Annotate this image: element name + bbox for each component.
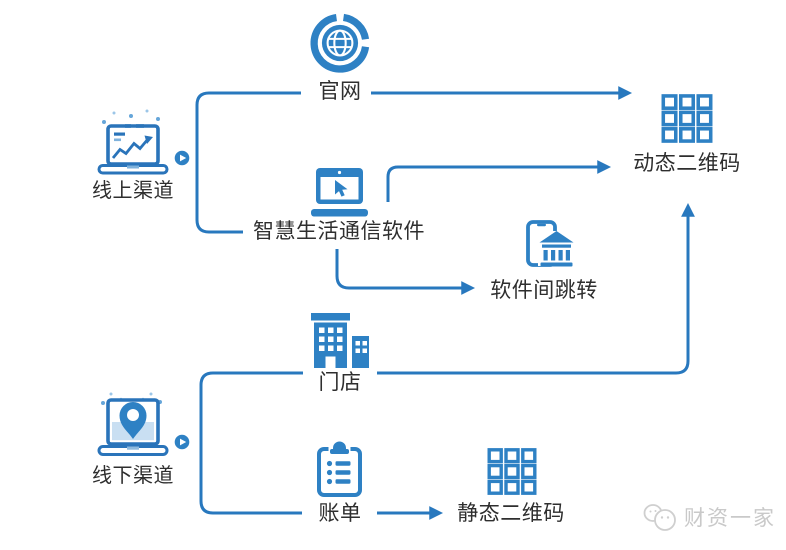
phone-bank-icon [526,220,575,267]
node-label-static-qr: 静态二维码 [457,502,565,525]
clipboard-list-icon [317,441,362,497]
play-bullet-icon [174,150,190,166]
qr-grid-icon [487,448,537,495]
connector-app-to-dynamic-qr [386,160,612,202]
node-label-store: 门店 [318,371,362,394]
node-label-dynamic-qr: 动态二维码 [633,152,741,175]
play-bullet-icon [174,434,190,450]
laptop-pin-icon [97,392,169,456]
node-label-smart-life-app: 智慧生活通信软件 [253,220,425,243]
node-label-official-site: 官网 [318,80,362,103]
node-label-online-channel: 线上渠道 [92,180,174,202]
qr-grid-icon [661,94,713,143]
node-label-offline-channel: 线下渠道 [92,465,174,487]
node-label-bill: 账单 [318,502,362,525]
laptop-cursor-icon [311,168,368,217]
connector-store-to-dynamic-qr [377,202,695,375]
watermark-logo-icon [643,504,676,531]
globe-icon [310,13,370,73]
connector-online-bracket [195,91,301,234]
watermark-text: 财资一家 [684,507,776,530]
connector-app-to-jump [335,249,476,295]
store-buildings-icon [311,313,369,368]
connector-offline-bracket [199,371,303,515]
node-label-app-jump: 软件间跳转 [490,279,598,302]
watermark: 财资一家 [642,498,782,536]
laptop-chart-icon [97,109,169,175]
